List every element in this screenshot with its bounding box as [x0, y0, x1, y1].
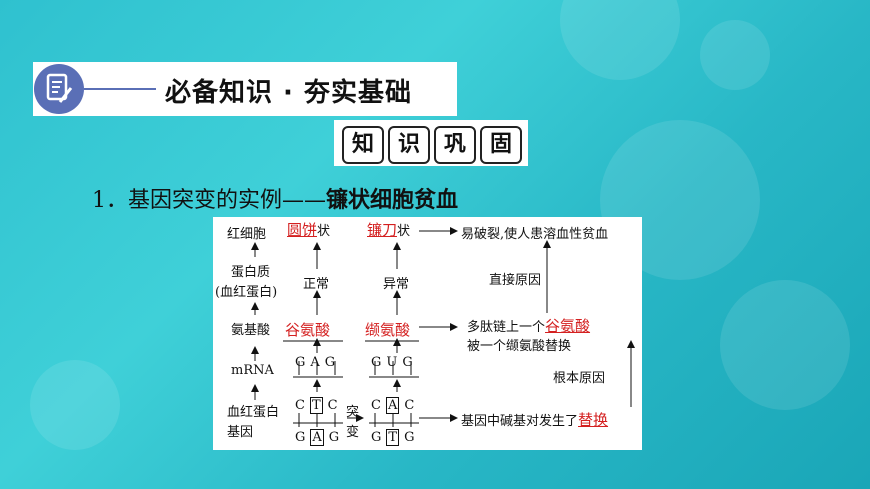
mutation-label-2: 变 [346, 425, 360, 440]
background-bubble [720, 280, 850, 410]
section-heading: 1．基因突变的实例——镰状细胞贫血 [92, 182, 458, 214]
dna-base: C [371, 398, 386, 413]
codon-base: G [371, 355, 387, 370]
dna-base: G [295, 430, 311, 445]
result-text: 易破裂,使人患溶血性贫血 [461, 227, 609, 242]
amino-change-fill: 谷氨酸 [545, 317, 591, 335]
dna-base-boxed: A [385, 397, 400, 414]
subtitle-char: 识 [388, 126, 430, 164]
section-title: 基因突变的实例 [128, 188, 283, 213]
dna-base: C [404, 398, 420, 413]
section-highlight: 镰状细胞贫血 [326, 188, 459, 213]
normal-amino-fill: 谷氨酸 [285, 321, 331, 339]
dna-base: G [328, 430, 345, 445]
dna-base-boxed: T [309, 397, 323, 414]
dna-base: C [295, 398, 310, 413]
codon-base: G [295, 355, 311, 370]
background-bubble [560, 0, 680, 80]
label-gene-line1: 血红蛋白 [227, 405, 280, 420]
dna-base: G [371, 430, 387, 445]
label-mrna: mRNA [231, 363, 274, 378]
direct-cause-label: 直接原因 [489, 273, 542, 288]
background-bubble [30, 360, 120, 450]
gene-change-line: 基因中碱基对发生了替换 [461, 409, 608, 430]
dna-base-boxed: A [310, 429, 324, 446]
document-edit-icon [34, 64, 84, 114]
section-dash: —— [282, 188, 327, 213]
diagram-arrows [251, 227, 635, 427]
dna-base-boxed: T [386, 429, 400, 446]
normal-shape-suffix: 状 [317, 224, 331, 239]
mutation-label-1: 突 [346, 405, 360, 420]
label-hemoglobin: (血红蛋白) [215, 285, 278, 300]
gene-change-fill: 替换 [578, 411, 609, 429]
root-cause-label: 根本原因 [553, 371, 606, 386]
label-amino-acid: 氨基酸 [231, 323, 271, 338]
page-title: 必备知识 · 夯实基础 [165, 78, 412, 108]
mutant-shape-fill: 镰刀 [367, 221, 398, 239]
mutant-protein: 异常 [383, 277, 410, 292]
codon-base: A [310, 355, 325, 370]
dna-base: C [327, 398, 343, 413]
mutant-shape: 镰刀状 [367, 219, 410, 240]
codon-base: G [402, 355, 418, 370]
mutant-amino-fill: 缬氨酸 [365, 321, 411, 339]
amino-change-line1: 多肽链上一个谷氨酸 [467, 315, 590, 336]
codon-base: G [324, 355, 341, 370]
background-bubble [700, 20, 770, 90]
normal-shape-fill: 圆饼 [287, 221, 318, 239]
gene-change-text: 基因中碱基对发生了 [461, 414, 579, 429]
amino-change-text: 多肽链上一个 [467, 320, 546, 335]
normal-shape: 圆饼状 [287, 219, 330, 240]
codon-base: U [386, 355, 403, 370]
subtitle-char: 固 [480, 126, 522, 164]
mutant-mrna: GUG [371, 355, 418, 370]
amino-change-line2: 被一个缬氨酸替换 [467, 339, 572, 354]
dna-base: G [404, 430, 420, 445]
normal-mrna: GAG [295, 355, 340, 370]
label-gene-line2: 基因 [227, 425, 254, 440]
label-red-blood-cell: 红细胞 [227, 227, 267, 242]
sickle-cell-diagram: 红细胞 蛋白质 (血红蛋白) 氨基酸 mRNA 血红蛋白 基因 圆饼状 正常 谷… [213, 217, 642, 450]
mutant-shape-suffix: 状 [397, 224, 411, 239]
subtitle-char: 巩 [434, 126, 476, 164]
subtitle-char: 知 [342, 126, 384, 164]
normal-protein: 正常 [303, 277, 330, 292]
label-protein: 蛋白质 [231, 265, 271, 280]
section-number: 1． [92, 188, 128, 213]
header-connector-line [84, 88, 156, 90]
